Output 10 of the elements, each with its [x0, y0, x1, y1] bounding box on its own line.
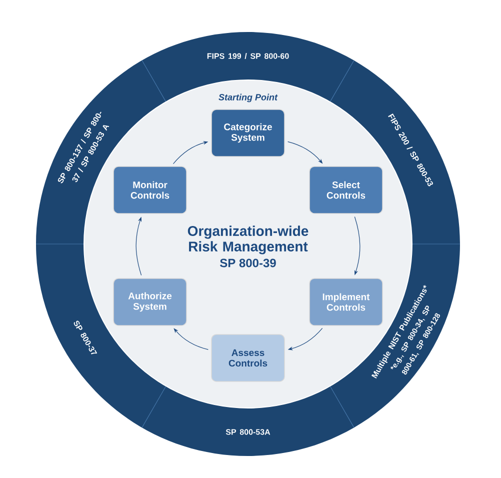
process-box: Categorize System [211, 109, 285, 157]
process-box: Authorize System [113, 278, 187, 326]
segment-label: FIPS 199 / SP 800-60 [207, 53, 289, 59]
process-box: Select Controls [309, 166, 383, 214]
center-title: Organization-wide Risk Management [188, 226, 308, 254]
process-box: Assess Controls [211, 334, 285, 382]
center-subtitle: SP 800-39 [220, 258, 276, 268]
process-box: Monitor Controls [113, 166, 187, 214]
segment-label: SP 800-53A [226, 429, 270, 435]
process-box: Implement Controls [309, 278, 383, 326]
